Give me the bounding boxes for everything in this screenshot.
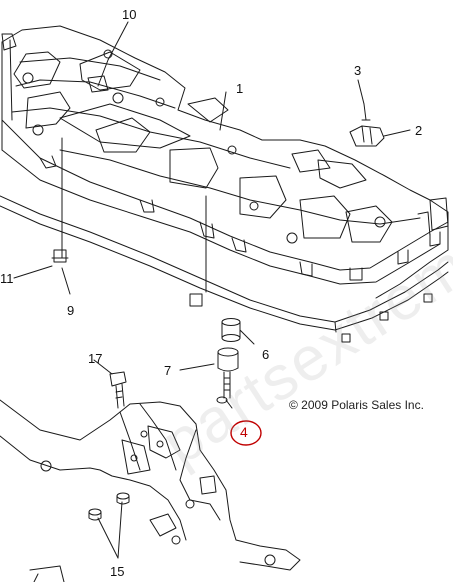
- bushing-stack: [216, 318, 241, 404]
- callout-1: 1: [236, 81, 244, 96]
- bolt-17: [109, 371, 127, 409]
- copyright-notice: © 2009 Polaris Sales Inc.: [289, 398, 424, 412]
- rack-assembly: [0, 25, 449, 343]
- callout-15: 15: [110, 564, 125, 579]
- callout-6: 6: [262, 347, 270, 362]
- highlight-ring: [230, 420, 262, 446]
- callout-2: 2: [415, 123, 423, 138]
- callout-17: 17: [88, 351, 103, 366]
- callout-10: 10: [122, 7, 137, 22]
- latch-and-screw: [349, 103, 385, 147]
- callout-11: 11: [0, 271, 14, 286]
- callout-7: 7: [164, 363, 172, 378]
- frame-section: [0, 399, 301, 582]
- callout-4: 4: [240, 424, 248, 440]
- callout-9: 9: [67, 303, 75, 318]
- callout-3: 3: [354, 63, 362, 78]
- leader-lines: [13, 21, 411, 559]
